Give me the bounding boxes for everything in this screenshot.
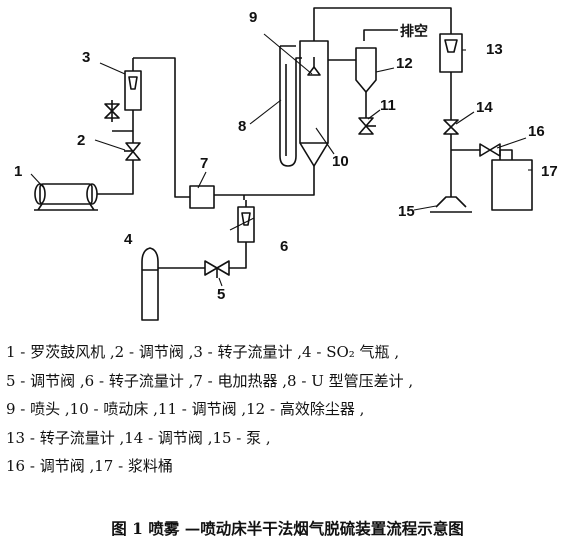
pipe-heater-to-spouted-bed [214, 166, 315, 200]
label-10: 10 [332, 153, 349, 170]
process-flow-diagram: 1 2 3 4 5 6 7 8 9 10 11 12 13 14 15 16 1… [14, 7, 558, 321]
pump-15 [430, 196, 472, 213]
label-5: 5 [217, 286, 225, 303]
pipe-blower-to-rotameter-3 [97, 58, 134, 195]
regulating-valve-2 [124, 142, 141, 161]
regulating-valve-5 [204, 260, 230, 278]
regulating-valve-16 [479, 143, 501, 157]
pipe-slurry-loop [313, 7, 513, 197]
label-15: 15 [398, 203, 415, 220]
spouted-bed-10 [299, 18, 329, 167]
label-9: 9 [249, 9, 257, 26]
legend-line: 9 - 喷头 ,10 - 喷动床 ,11 - 调节阀 ,12 - 高效除尘器 , [6, 400, 365, 418]
label-1: 1 [14, 163, 22, 180]
bleed-valve [104, 100, 133, 132]
label-8: 8 [238, 118, 246, 135]
label-13: 13 [486, 41, 503, 58]
rotameter-13 [439, 33, 463, 73]
label-2: 2 [77, 132, 85, 149]
legend-line: 5 - 调节阀 ,6 - 转子流量计 ,7 - 电加热器 ,8 - U 型管压差… [6, 371, 414, 390]
regulating-valve-14 [443, 119, 459, 135]
u-tube-manometer-8 [279, 45, 302, 167]
vent-label: 排空 [400, 23, 428, 40]
regulating-valve-11 [358, 117, 376, 135]
pipe-so2-to-rotameter-6 [158, 200, 247, 269]
spray-nozzle-9 [307, 57, 321, 76]
label-6: 6 [280, 238, 288, 255]
electric-heater-7 [189, 185, 215, 209]
so2-cylinder-4 [141, 247, 159, 321]
legend-line: 1 - 罗茨鼓风机 ,2 - 调节阀 ,3 - 转子流量计 ,4 - SO₂ 气… [6, 343, 400, 361]
dust-collector-12 [355, 29, 398, 118]
rotameter-6 [237, 206, 255, 243]
label-4: 4 [124, 231, 133, 248]
label-11: 11 [380, 97, 396, 114]
rotameter-3 [124, 70, 142, 111]
legend-line: 16 - 调节阀 ,17 - 浆料桶 [6, 457, 173, 475]
figure-caption: 图 1 喷雾 —喷动床半干法烟气脱硫装置流程示意图 [111, 519, 464, 538]
label-12: 12 [396, 55, 413, 72]
slurry-tank-17 [491, 150, 533, 211]
label-leaders [30, 33, 532, 287]
label-14: 14 [476, 99, 493, 116]
label-17: 17 [541, 163, 558, 180]
pipe-rotameter-3-to-heater [133, 57, 190, 198]
legend: 1 - 罗茨鼓风机 ,2 - 调节阀 ,3 - 转子流量计 ,4 - SO₂ 气… [6, 338, 569, 481]
label-7: 7 [200, 155, 208, 172]
label-3: 3 [82, 49, 90, 66]
label-16: 16 [528, 123, 545, 140]
legend-line: 13 - 转子流量计 ,14 - 调节阀 ,15 - 泵 , [6, 428, 271, 447]
